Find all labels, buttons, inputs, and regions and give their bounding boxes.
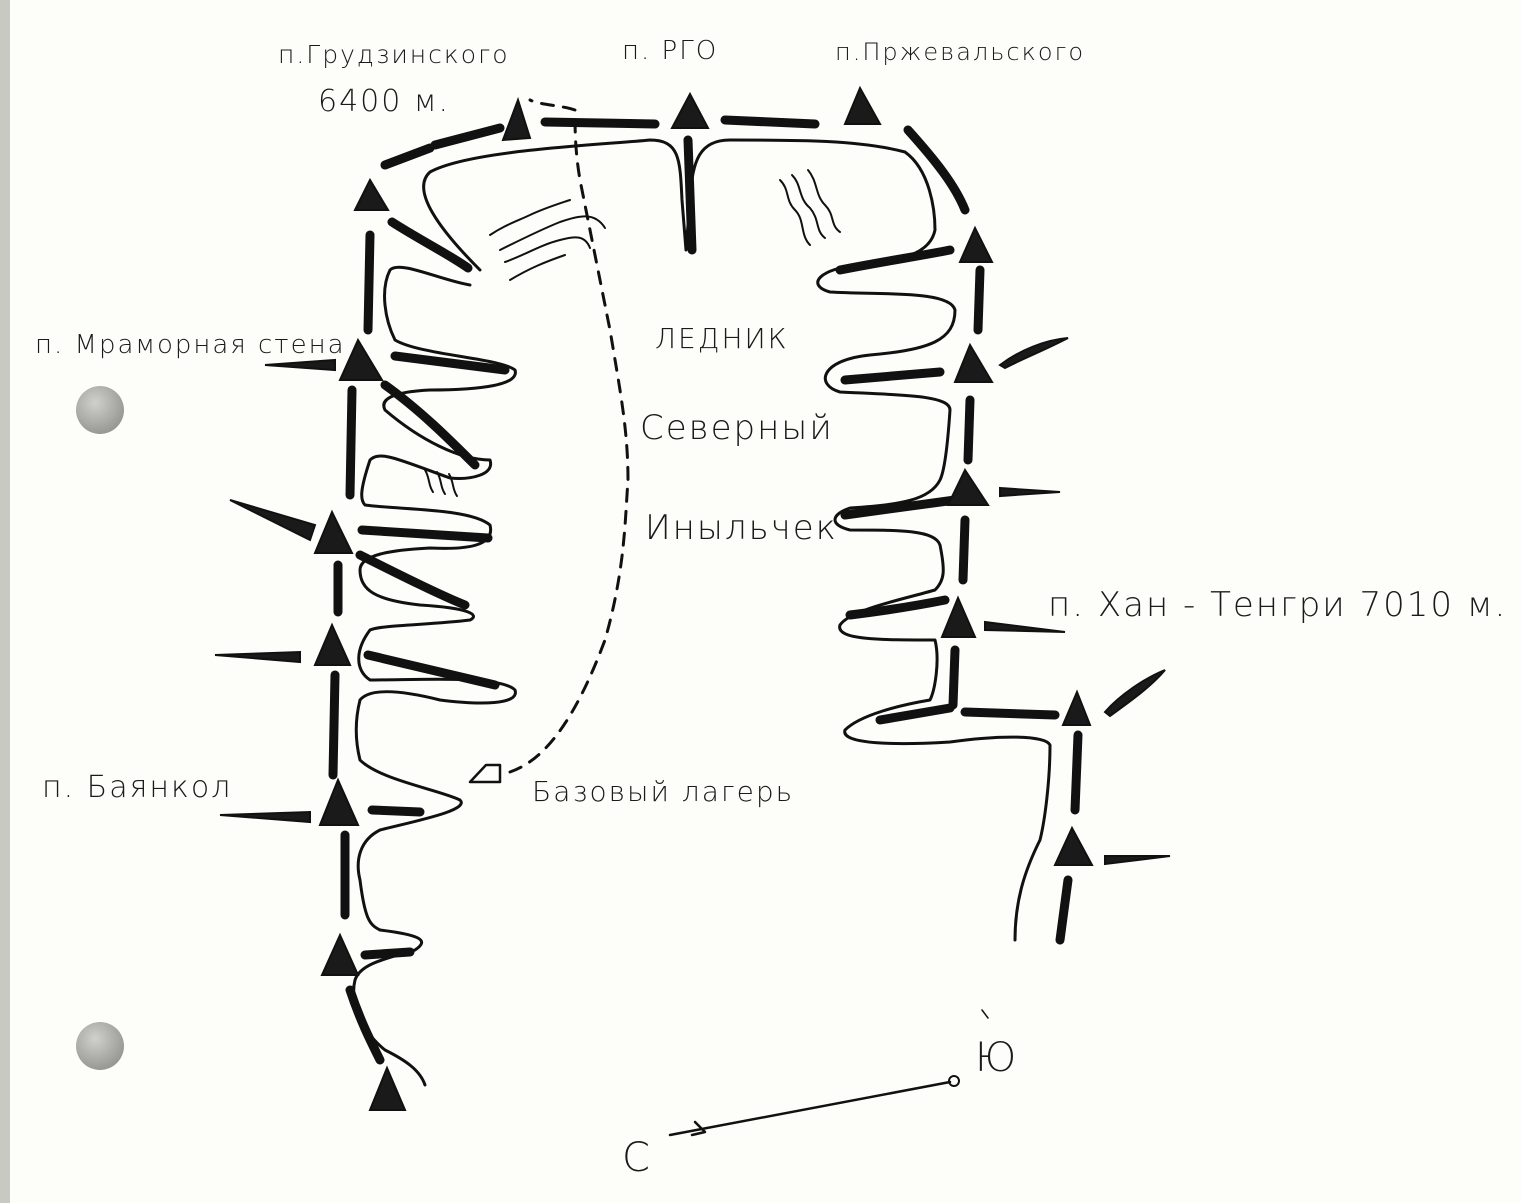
punch-hole-bottom (76, 1022, 124, 1070)
label-base-camp: Базовый лагерь (532, 775, 795, 808)
label-glacier-severny: Северный (640, 408, 834, 448)
glacier-outline-left (422, 138, 1052, 942)
label-glacier-inylchek: Иныльчек (645, 508, 838, 548)
peak-triangle-icon (353, 177, 390, 211)
peak-triangle-icon (940, 595, 977, 638)
peak-triangle-icon (843, 85, 882, 125)
peak-triangle-icon (670, 91, 710, 129)
label-compass-north: С (622, 1135, 652, 1181)
peak-triangle-icon (1053, 825, 1094, 866)
base-camp-tent-icon (468, 763, 502, 784)
compass-arrow-icon (668, 1009, 989, 1137)
label-peak-przhevalskogo: п.Пржевальского (835, 38, 1086, 66)
peak-triangle-icon (501, 96, 532, 142)
label-altitude-6400: 6400 м. (318, 84, 451, 119)
glacier-outline-main-left (352, 265, 517, 1087)
label-peak-khan-tengri: п. Хан - Тенгри 7010 м. (1048, 585, 1508, 625)
ascent-route (508, 98, 630, 774)
label-peak-rgo: п. РГО (622, 36, 719, 66)
peak-triangle-icon (318, 777, 360, 826)
peak-triangle-icon (946, 467, 990, 506)
ridges (328, 115, 1083, 1065)
punch-hole-top (76, 386, 124, 434)
peaks (313, 85, 1094, 1111)
peak-triangle-icon (1061, 689, 1092, 726)
peak-triangle-icon (313, 509, 354, 554)
label-peak-bayankol: п. Баянкол (42, 770, 233, 805)
peak-triangle-icon (320, 932, 360, 976)
spurs (214, 337, 1171, 866)
label-peak-mramornaya: п. Мраморная стена (35, 330, 346, 360)
peak-triangle-icon (958, 225, 994, 263)
peak-triangle-icon (368, 1065, 407, 1111)
label-glacier-word: ЛЕДНИК (655, 322, 789, 355)
label-compass-south: Ю (975, 1035, 1019, 1081)
peak-triangle-icon (313, 622, 352, 666)
paper-edge (0, 0, 10, 1203)
label-peak-gruzinskogo: п.Грудзинского (278, 40, 510, 69)
peak-triangle-icon (338, 337, 384, 381)
icefall-marks (424, 169, 841, 497)
peak-triangle-icon (953, 342, 994, 383)
